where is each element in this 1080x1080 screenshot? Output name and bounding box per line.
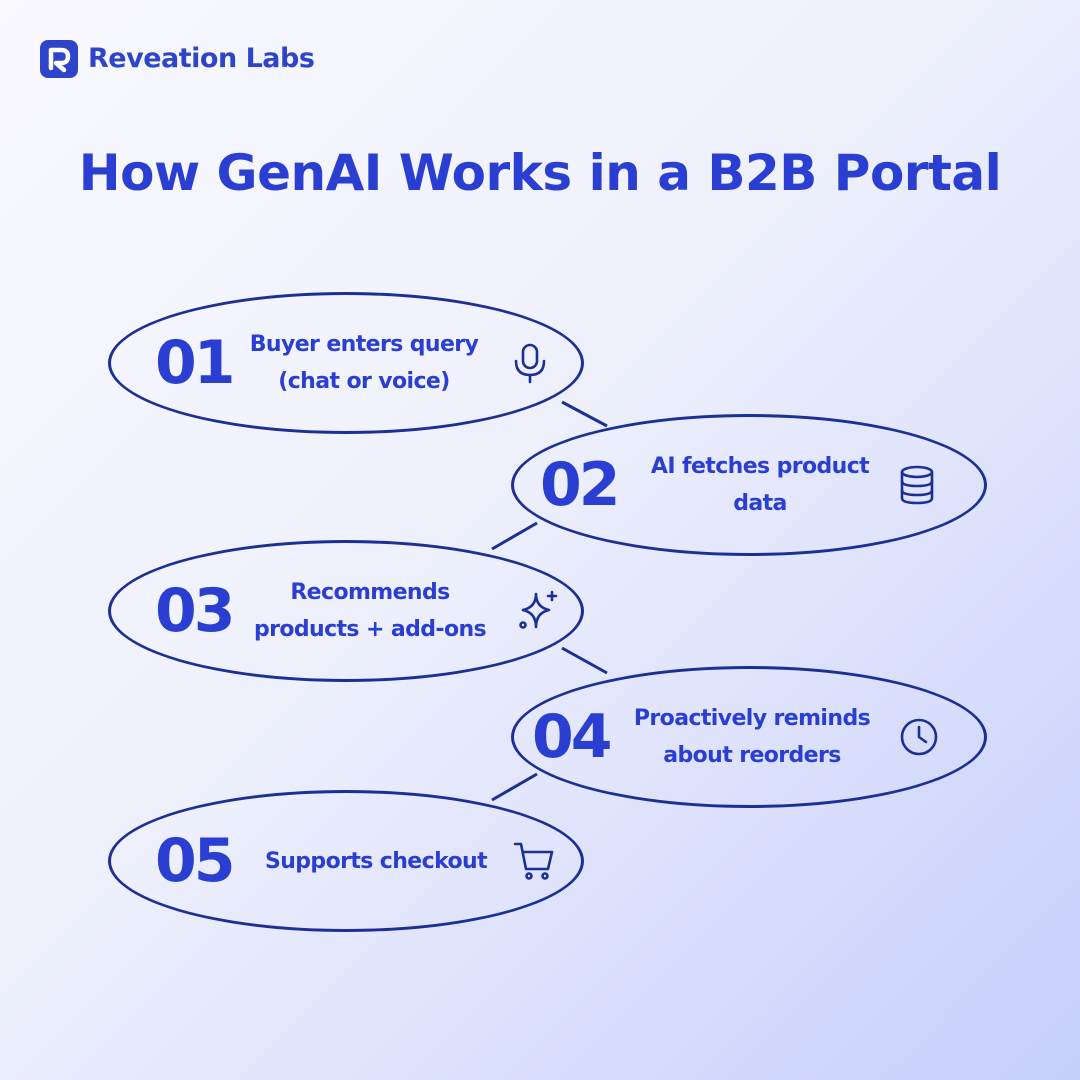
brand-name: Reveation Labs xyxy=(88,43,315,74)
step-label: AI fetches product data xyxy=(650,454,870,516)
connector-4-5 xyxy=(491,772,538,802)
clock-icon xyxy=(897,715,941,759)
step-label: Proactively reminds about reorders xyxy=(633,706,871,768)
page-title: How GenAI Works in a B2B Portal xyxy=(78,144,1002,202)
step-03: 03 Recommends products + add-ons xyxy=(108,540,584,682)
step-number: 04 xyxy=(532,702,612,772)
step-02: 02 AI fetches product data xyxy=(511,414,987,556)
step-number: 01 xyxy=(155,328,235,398)
connector-2-3 xyxy=(491,521,538,551)
reveation-logo-icon xyxy=(40,40,78,78)
step-number: 03 xyxy=(155,576,235,646)
step-number: 05 xyxy=(155,826,235,896)
step-01: 01 Buyer enters query (chat or voice) xyxy=(108,292,584,434)
step-label: Recommends products + add-ons xyxy=(253,580,487,642)
step-04: 04 Proactively reminds about reorders xyxy=(511,666,987,808)
brand: Reveation Labs xyxy=(40,40,315,78)
database-icon xyxy=(895,463,939,507)
cart-icon xyxy=(512,839,556,883)
connector-3-4 xyxy=(561,646,608,675)
step-label: Supports checkout xyxy=(264,848,488,874)
step-label: Buyer enters query (chat or voice) xyxy=(249,332,479,394)
step-number: 02 xyxy=(540,450,620,520)
sparkle-icon xyxy=(516,589,560,633)
microphone-icon xyxy=(508,341,552,385)
connector-1-2 xyxy=(561,400,608,428)
step-05: 05 Supports checkout xyxy=(108,790,584,932)
